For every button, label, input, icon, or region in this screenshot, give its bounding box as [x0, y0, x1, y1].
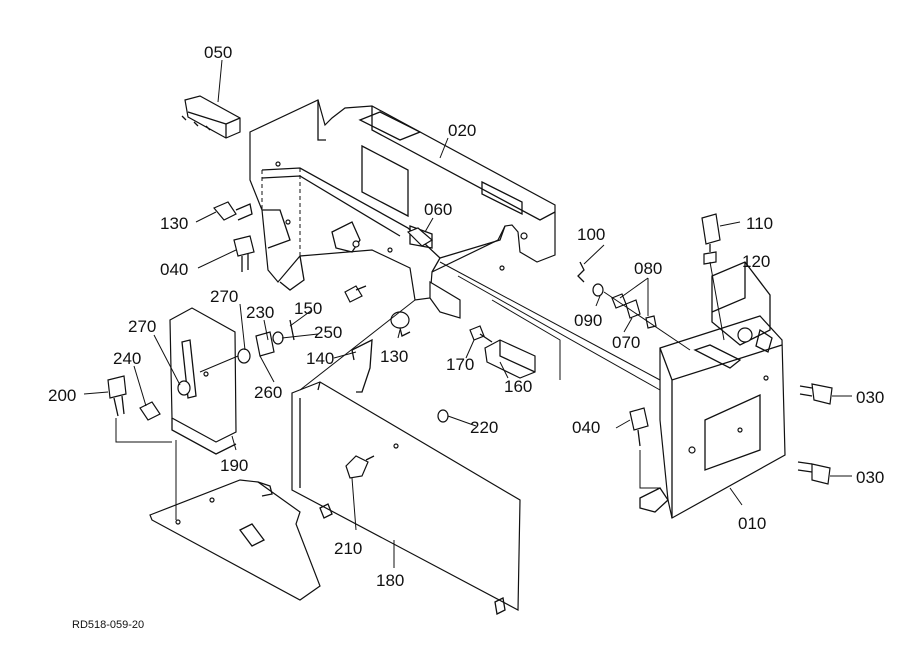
label-020: 020	[448, 121, 476, 140]
label-010: 010	[738, 514, 766, 533]
label-080: 080	[634, 259, 662, 278]
label-270-left: 270	[128, 317, 156, 336]
label-170: 170	[446, 355, 474, 374]
assembly-lines	[115, 261, 725, 520]
label-240: 240	[113, 349, 141, 368]
label-220: 220	[470, 418, 498, 437]
label-030-lower: 030	[856, 468, 884, 487]
label-260: 260	[254, 383, 282, 402]
label-110: 110	[746, 214, 773, 233]
label-270-upper: 270	[210, 287, 238, 306]
fasteners	[107, 201, 833, 485]
drawing-code: RD518-059-20	[72, 619, 144, 631]
label-230: 230	[246, 303, 274, 322]
label-180: 180	[376, 571, 404, 590]
label-060: 060	[424, 200, 452, 219]
label-040-left: 040	[160, 260, 188, 279]
label-050: 050	[204, 43, 232, 62]
label-040-right: 040	[572, 418, 600, 437]
label-150: 150	[294, 299, 322, 318]
part-180-cover-panel	[291, 381, 521, 615]
label-070: 070	[612, 333, 640, 352]
part-050-bracket	[181, 95, 241, 139]
label-190: 190	[220, 456, 248, 475]
bottom-floor-plate	[149, 479, 321, 601]
part-140-clip	[351, 338, 373, 393]
label-200: 200	[48, 386, 76, 405]
label-030-upper: 030	[856, 388, 884, 407]
label-130-middle: 130	[380, 347, 408, 366]
label-250: 250	[314, 323, 342, 342]
label-140: 140	[306, 349, 334, 368]
part-010-right-bracket	[639, 261, 786, 519]
part-190-left-plate	[169, 307, 237, 455]
label-100: 100	[577, 225, 605, 244]
leader-lines	[83, 59, 852, 568]
label-120: 120	[742, 252, 770, 271]
label-130-left: 130	[160, 214, 188, 233]
part-160-small-bracket	[484, 339, 536, 379]
callout-labels: 050 020 130 060 040 270 230 150 250 140 …	[48, 43, 884, 590]
label-090: 090	[574, 311, 602, 330]
part-020-main-frame	[249, 99, 556, 319]
label-210: 210	[334, 539, 362, 558]
label-160: 160	[504, 377, 532, 396]
